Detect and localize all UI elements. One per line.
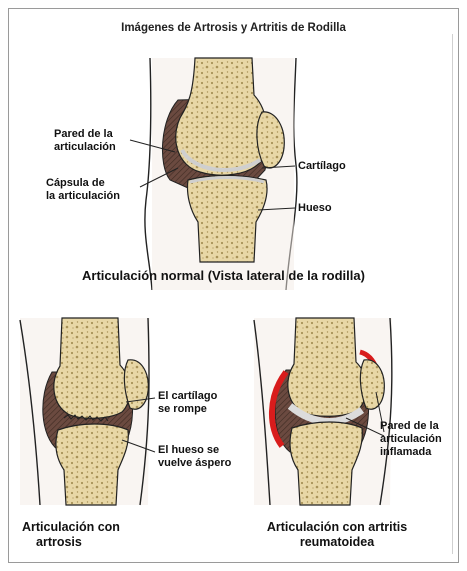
label-capsule-line1: Cápsula de bbox=[46, 177, 120, 190]
label-wall: Pared de la articulación bbox=[54, 128, 116, 154]
caption-artrosis-line2: artrosis bbox=[22, 535, 120, 550]
artrosis-knee bbox=[20, 318, 150, 505]
label-cartilage-breaks-line1: El cartílago bbox=[158, 390, 217, 403]
label-bone-rough-line2: vuelve áspero bbox=[158, 457, 231, 470]
label-inflamed-wall-line2: articulación bbox=[380, 433, 442, 446]
label-capsule: Cápsula de la articulación bbox=[46, 177, 120, 203]
label-bone: Hueso bbox=[298, 202, 332, 215]
label-inflamed-wall-line3: inflamada bbox=[380, 446, 442, 459]
caption-artritis-line1: Articulación con artritis bbox=[232, 520, 442, 535]
label-bone-rough-line1: El hueso se bbox=[158, 444, 231, 457]
caption-artritis: Articulación con artritis reumatoidea bbox=[232, 520, 442, 550]
label-inflamed-wall-line1: Pared de la bbox=[380, 420, 442, 433]
artritis-knee bbox=[254, 318, 392, 505]
label-wall-line2: articulación bbox=[54, 141, 116, 154]
label-capsule-line2: la articulación bbox=[46, 190, 120, 203]
label-cartilage-breaks: El cartílago se rompe bbox=[158, 390, 217, 416]
label-bone-rough: El hueso se vuelve áspero bbox=[158, 444, 231, 470]
caption-artrosis: Articulación con artrosis bbox=[22, 520, 120, 550]
label-inflamed-wall: Pared de la articulación inflamada bbox=[380, 420, 442, 459]
caption-artrosis-line1: Articulación con bbox=[22, 520, 120, 535]
caption-artritis-line2: reumatoidea bbox=[232, 535, 442, 550]
label-wall-line1: Pared de la bbox=[54, 128, 116, 141]
caption-normal: Articulación normal (Vista lateral de la… bbox=[82, 268, 365, 283]
label-cartilage: Cartílago bbox=[298, 160, 346, 173]
label-cartilage-breaks-line2: se rompe bbox=[158, 403, 217, 416]
normal-knee bbox=[145, 58, 297, 290]
